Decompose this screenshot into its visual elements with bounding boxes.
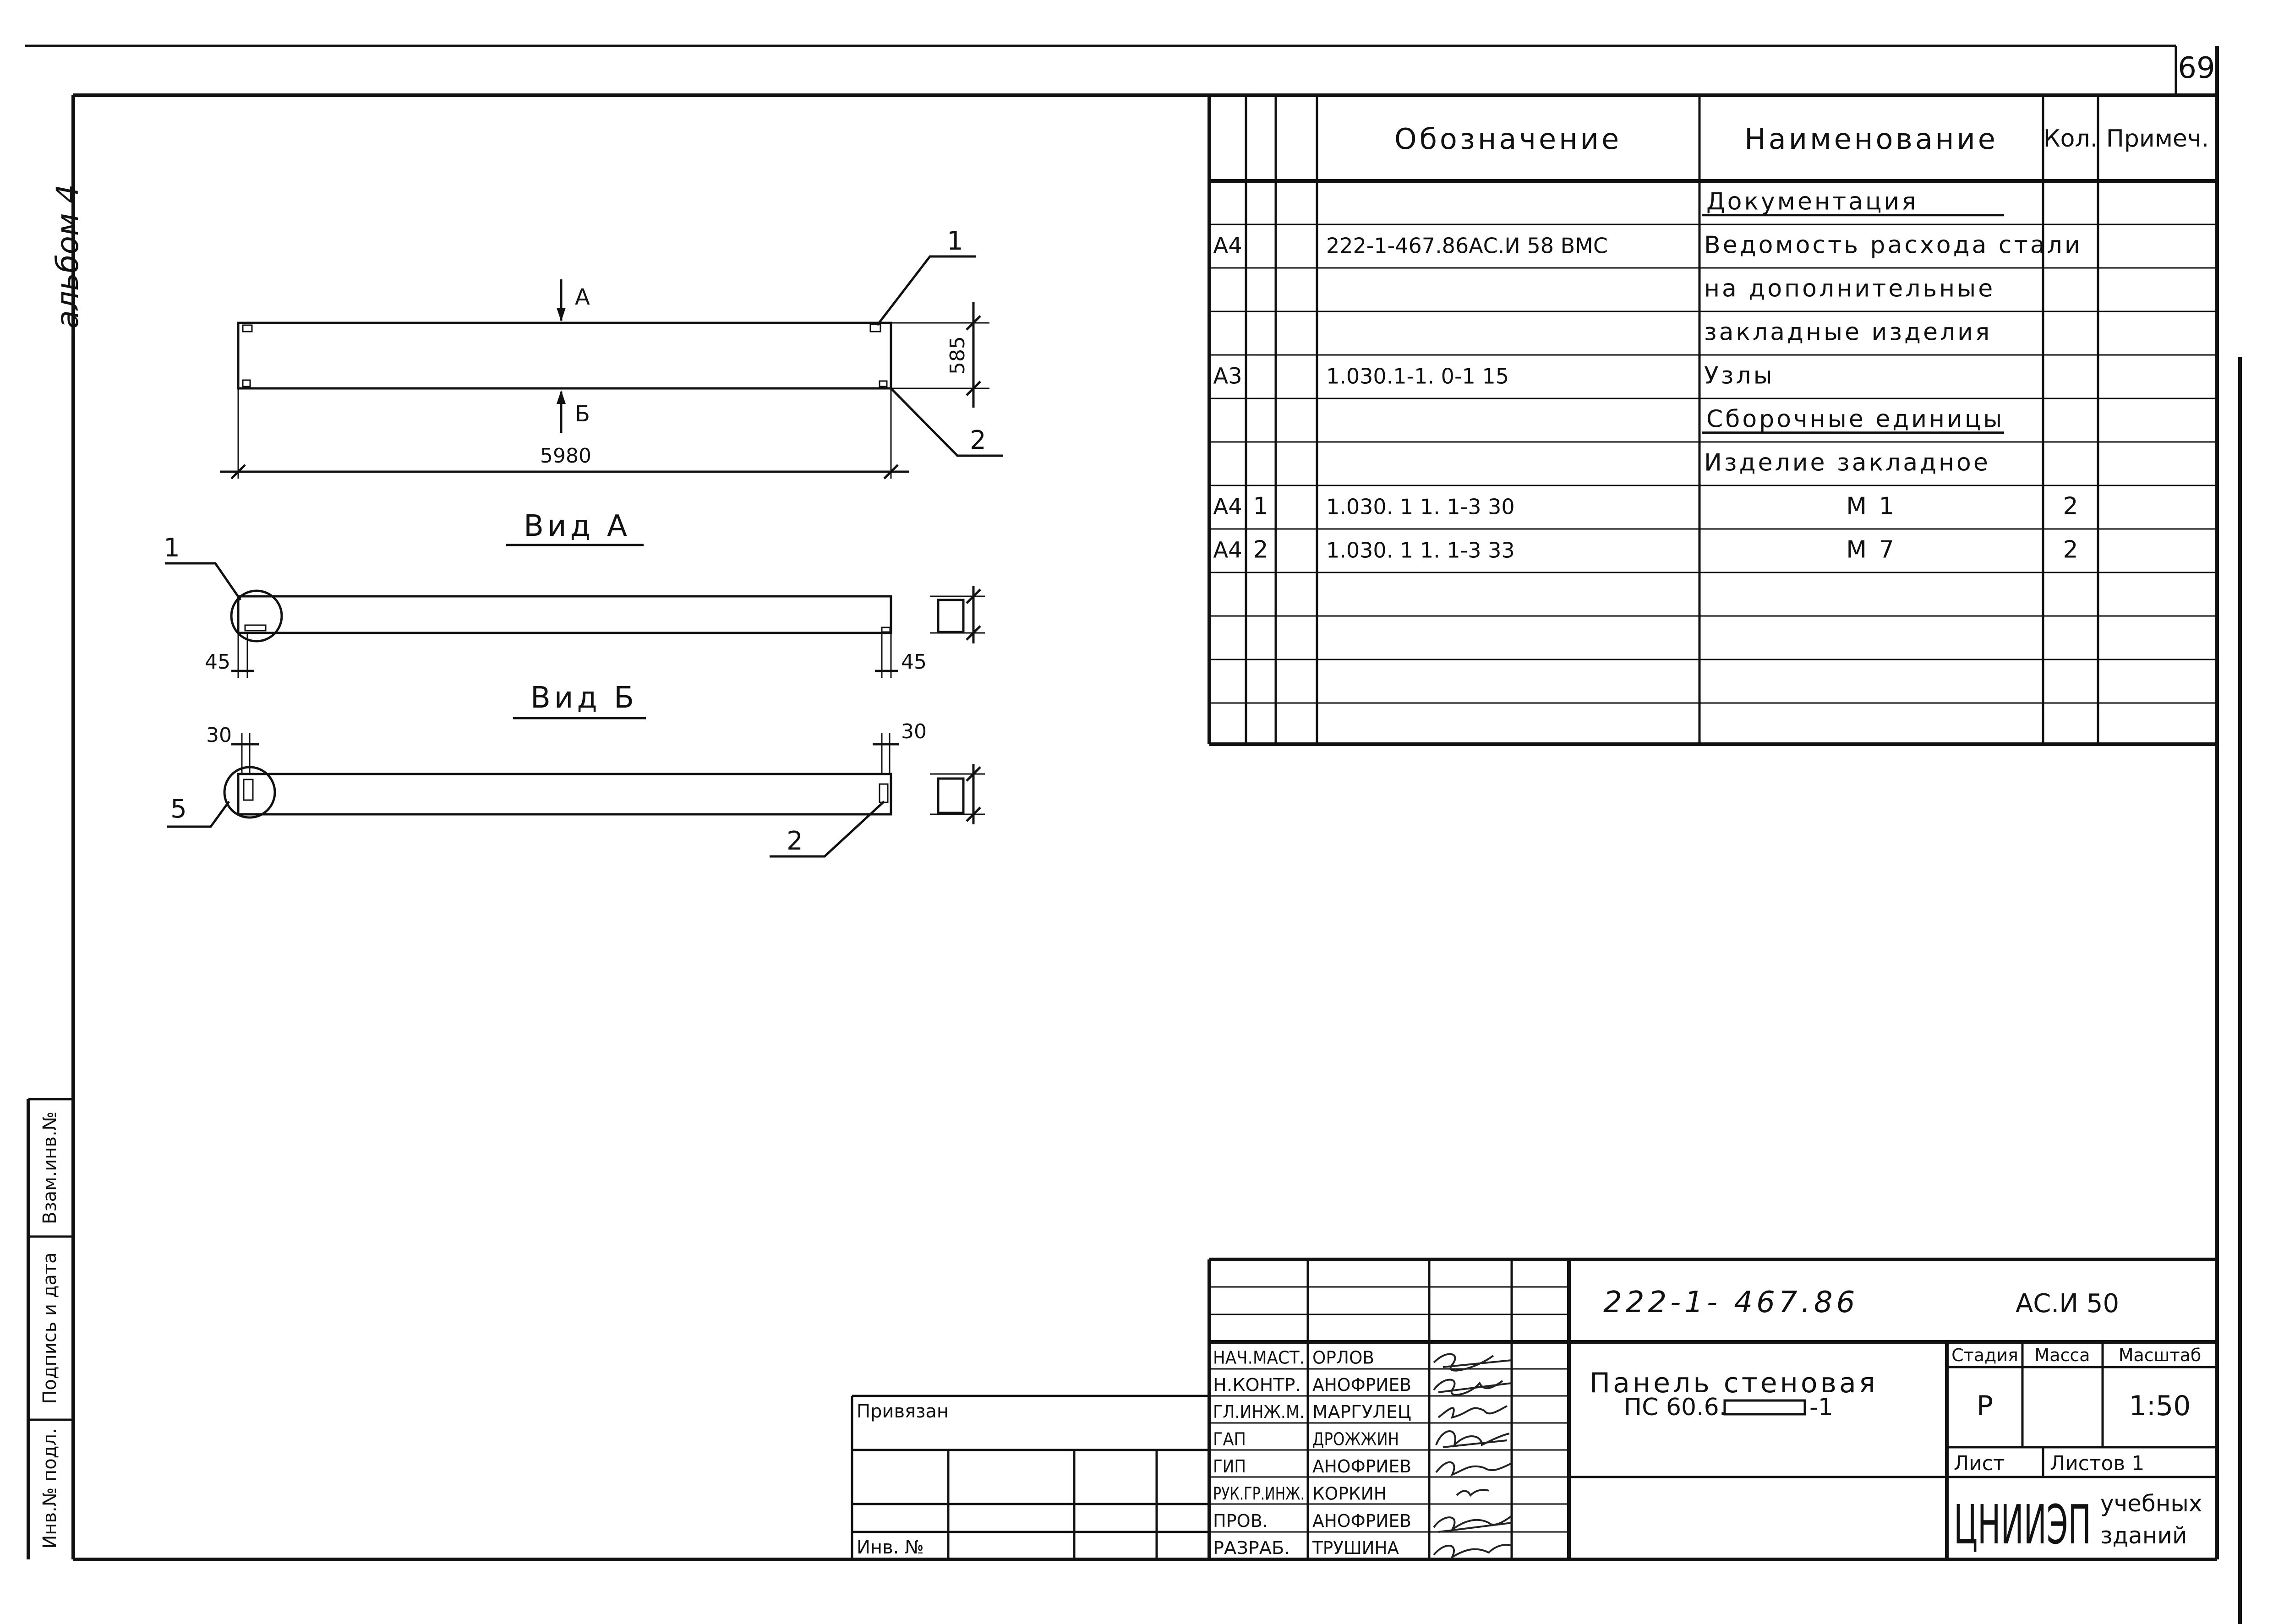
view-a-title: Вид А xyxy=(524,509,631,543)
sheets-label: Листов 1 xyxy=(2050,1452,2144,1475)
mass-label: Масса xyxy=(2034,1345,2090,1365)
signer-name: МАРГУЛЕЦ xyxy=(1312,1402,1411,1422)
spec-cell-designation: 1.030. 1 1. 1-3 30 xyxy=(1326,495,1515,519)
spec-cell-format: А4 xyxy=(1213,233,1242,259)
spec-cell-qty: 2 xyxy=(2063,536,2078,564)
spec-cell-name: Узлы xyxy=(1704,362,1775,390)
spec-cell-pos: 2 xyxy=(1253,536,1268,564)
signer-role: Н.КОНТР. xyxy=(1213,1375,1301,1395)
margin-label-inv: Инв.№ подл. xyxy=(39,1428,60,1548)
signer-role: ГЛ.ИНЖ.М. xyxy=(1213,1402,1305,1422)
org-line2: зданий xyxy=(2100,1522,2187,1549)
spec-header-note: Примеч. xyxy=(2106,125,2209,153)
title-line2: ПС 60.6. xyxy=(1624,1394,1727,1421)
signer-name: ОРЛОВ xyxy=(1312,1347,1374,1368)
spec-cell-name: Документация xyxy=(1706,188,1918,216)
signer-role: НАЧ.МАСТ. xyxy=(1213,1347,1305,1368)
margin-label-sign: Подпись и дата xyxy=(39,1252,60,1404)
view-b-callout-2: 2 xyxy=(787,826,803,856)
signer-name: ДРОЖЖИН xyxy=(1312,1429,1399,1450)
view-b-callout-5: 5 xyxy=(170,794,187,824)
signer-role: ПРОВ. xyxy=(1213,1511,1268,1531)
view-a-dim-right: 45 xyxy=(901,650,927,674)
binding-note: альбом 4 xyxy=(50,184,85,328)
view-a-callout-1: 1 xyxy=(164,533,180,563)
view-a xyxy=(165,562,985,678)
spec-cell-name: М 7 xyxy=(1846,536,1896,564)
arrow-b-label: Б xyxy=(575,401,590,427)
spec-cell-designation: 222-1-467.86АС.И 58 ВМС xyxy=(1326,234,1608,258)
signatures xyxy=(1433,1353,1513,1560)
callout-2: 2 xyxy=(970,425,986,455)
page-number: 69 xyxy=(2178,51,2215,85)
callout-1: 1 xyxy=(947,226,963,256)
signer-name: АНОФРИЕВ xyxy=(1312,1511,1411,1531)
spec-cell-designation: 1.030.1-1. 0-1 15 xyxy=(1326,364,1509,389)
spec-cell-name: закладные изделия xyxy=(1704,319,1992,346)
signer-role: РАЗРАБ. xyxy=(1213,1538,1290,1558)
stage-value: Р xyxy=(1977,1390,1993,1422)
view-b xyxy=(167,733,985,858)
signer-name: АНОФРИЕВ xyxy=(1312,1456,1411,1477)
doc-code: 222-1- 467.86 xyxy=(1603,1286,1858,1319)
panel-elevation xyxy=(220,255,1003,480)
sheet-code: АС.И 50 xyxy=(2016,1289,2119,1319)
view-a-dim-left: 45 xyxy=(205,650,230,674)
sheet-label: Лист xyxy=(1954,1452,2005,1475)
spec-cell-format: А4 xyxy=(1213,494,1242,520)
spec-table-grid xyxy=(1208,95,2217,746)
stage-label: Стадия xyxy=(1951,1345,2018,1365)
spec-cell-name: М 1 xyxy=(1846,493,1896,520)
spec-header-designation: Обозначение xyxy=(1394,122,1622,156)
spec-cell-name: Ведомость расхода стали xyxy=(1704,232,2082,259)
spec-header-name: Наименование xyxy=(1744,122,1998,156)
inv-no-label: Инв. № xyxy=(857,1537,924,1558)
dim-length: 5980 xyxy=(540,444,591,468)
signer-role: РУК.ГР.ИНЖ. xyxy=(1213,1483,1305,1504)
scale-label: Масштаб xyxy=(2119,1345,2202,1365)
arrow-a-label: А xyxy=(575,284,590,310)
view-b-title: Вид Б xyxy=(530,681,638,715)
dim-height: 585 xyxy=(946,336,969,375)
signer-name: АНОФРИЕВ xyxy=(1312,1375,1411,1395)
spec-cell-format: А3 xyxy=(1213,364,1242,389)
spec-cell-name: Изделие закладное xyxy=(1704,449,1990,477)
spec-cell-designation: 1.030. 1 1. 1-3 33 xyxy=(1326,538,1515,563)
spec-cell-name: на дополнительные xyxy=(1704,275,1995,303)
attached-label: Привязан xyxy=(857,1401,949,1422)
signer-name: ТРУШИНА xyxy=(1312,1538,1399,1558)
spec-cell-format: А4 xyxy=(1213,538,1242,563)
org-line1: учебных xyxy=(2100,1490,2202,1517)
title-suffix: -1 xyxy=(1809,1394,1833,1421)
title-line1: Панель стеновая xyxy=(1590,1367,1878,1399)
view-b-dim-left: 30 xyxy=(206,724,232,747)
spec-header-qty: Кол. xyxy=(2044,125,2098,153)
scale-value: 1:50 xyxy=(2129,1390,2191,1422)
spec-cell-name: Сборочные единицы xyxy=(1706,406,2004,433)
view-b-dim-right: 30 xyxy=(901,720,927,743)
signer-rows: НАЧ.МАСТ. ОРЛОВ Н.КОНТР. АНОФРИЕВ ГЛ.ИНЖ.М. М… xyxy=(1213,1347,1411,1558)
margin-label-replace: Взам.инв.№ xyxy=(39,1112,60,1224)
spec-cell-qty: 2 xyxy=(2063,493,2078,520)
signer-name: КОРКИН xyxy=(1312,1483,1387,1504)
signer-role: ГИП xyxy=(1213,1456,1246,1477)
signer-role: ГАП xyxy=(1213,1429,1246,1450)
org-logo: ЦНИИЭП xyxy=(1954,1493,2091,1556)
sheet-frame xyxy=(25,44,2242,1624)
title-block-grid xyxy=(851,1258,2217,1559)
spec-cell-pos: 1 xyxy=(1253,493,1268,520)
